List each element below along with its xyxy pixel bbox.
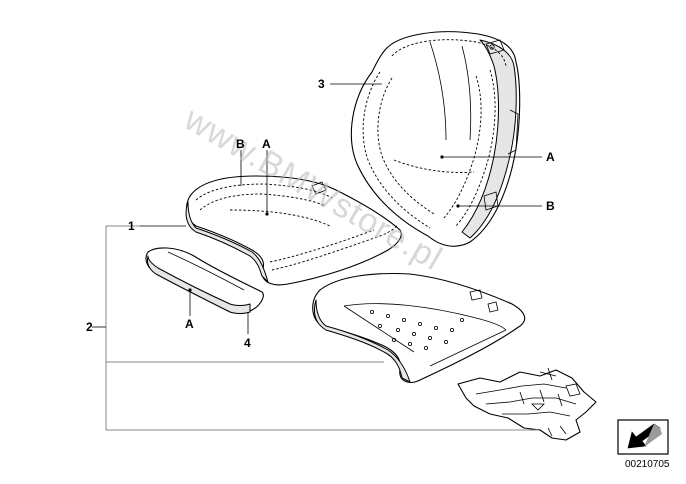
callout-a-pad: A [185,317,194,331]
callout-3: 3 [318,77,325,91]
bracket-lines [105,225,538,431]
front-pad [145,247,264,314]
callout-1: 1 [128,219,135,233]
leader-lines [92,83,542,334]
callout-a-backrest: A [546,150,555,164]
backrest-cover [350,31,521,247]
callout-2: 2 [86,320,93,334]
sensor-mat [457,367,597,441]
seat-cover [185,175,402,286]
callout-b-backrest: B [546,199,555,213]
callout-b-seat: B [236,137,245,151]
reference-number: 00210705 [625,459,670,470]
arrow-down-left-icon [617,419,669,455]
seat-frame [312,273,526,383]
callout-a-seat: A [262,137,271,151]
callout-4: 4 [244,336,251,350]
